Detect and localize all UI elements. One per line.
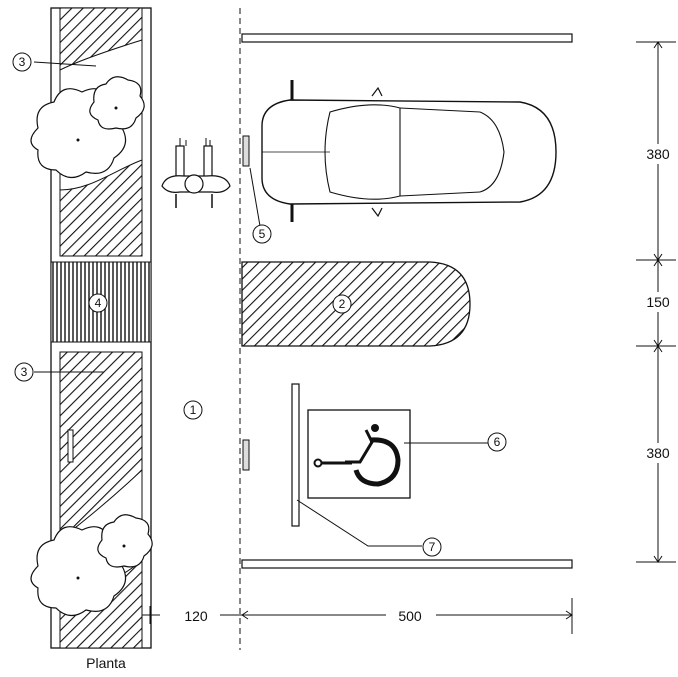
callout-crossing: 4	[88, 293, 108, 313]
callout-hatched-zone: 2	[332, 294, 352, 314]
plan-caption: Planta	[86, 655, 126, 671]
car-icon	[261, 80, 557, 222]
wheel-stop	[242, 439, 250, 471]
dimension-top-stall: 380	[646, 146, 670, 162]
callout-bollard: 7	[422, 537, 442, 557]
callout-wheel-stop: 5	[252, 224, 272, 244]
tree-icon	[89, 76, 145, 130]
wheelchair-user-icon	[161, 138, 231, 208]
wheel-stop	[242, 135, 250, 167]
callout-leader	[249, 167, 261, 227]
callout-sidewalk-bottom: 3	[14, 362, 34, 382]
stall-bottom-bar	[241, 559, 573, 569]
drain-slot	[67, 429, 74, 463]
wheelchair-symbol-icon	[313, 424, 401, 487]
hatched-access-aisle	[241, 261, 471, 347]
callout-leader	[33, 61, 97, 67]
dimension-stall-length: 500	[398, 608, 422, 624]
callout-sidewalk-top: 3	[12, 52, 32, 72]
dimension-aisle: 150	[646, 294, 670, 310]
svg-text:6: 6	[494, 435, 501, 449]
tree-icon	[97, 514, 153, 568]
accessibility-symbol	[307, 409, 411, 499]
vertical-dimension: 380 150 380	[636, 41, 678, 563]
callout-symbol: 6	[487, 432, 507, 452]
dimension-sidewalk: 120	[184, 608, 208, 624]
bollard-post	[291, 383, 300, 527]
callout-leader	[296, 499, 422, 547]
svg-text:4: 4	[95, 296, 102, 310]
callout-aisle: 1	[183, 400, 203, 420]
svg-text:3: 3	[19, 55, 26, 69]
svg-text:5: 5	[259, 227, 266, 241]
svg-text:7: 7	[429, 540, 436, 554]
dimension-bottom-stall: 380	[646, 445, 670, 461]
svg-text:2: 2	[339, 297, 346, 311]
svg-text:1: 1	[190, 403, 197, 417]
svg-text:3: 3	[21, 365, 28, 379]
horizontal-dimension: 120 500	[142, 598, 573, 634]
stall-top-bar	[241, 33, 573, 43]
